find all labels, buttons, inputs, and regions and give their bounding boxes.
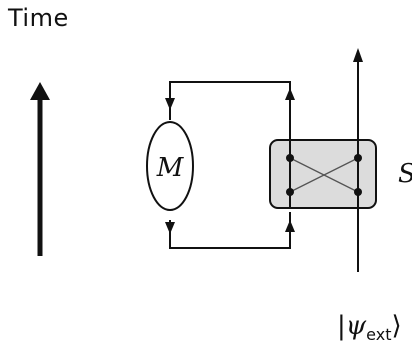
loop-arrowheads xyxy=(165,88,295,234)
time-label: Time xyxy=(8,4,69,32)
external-state-label: |ψext⟩ xyxy=(337,311,402,344)
memory-label: M xyxy=(156,153,185,183)
svg-text:|ψext⟩: |ψext⟩ xyxy=(337,311,402,344)
time-arrow xyxy=(30,82,50,256)
system-swap-box xyxy=(269,139,377,209)
memory-node: M xyxy=(146,121,194,211)
system-label: S xyxy=(398,159,412,189)
